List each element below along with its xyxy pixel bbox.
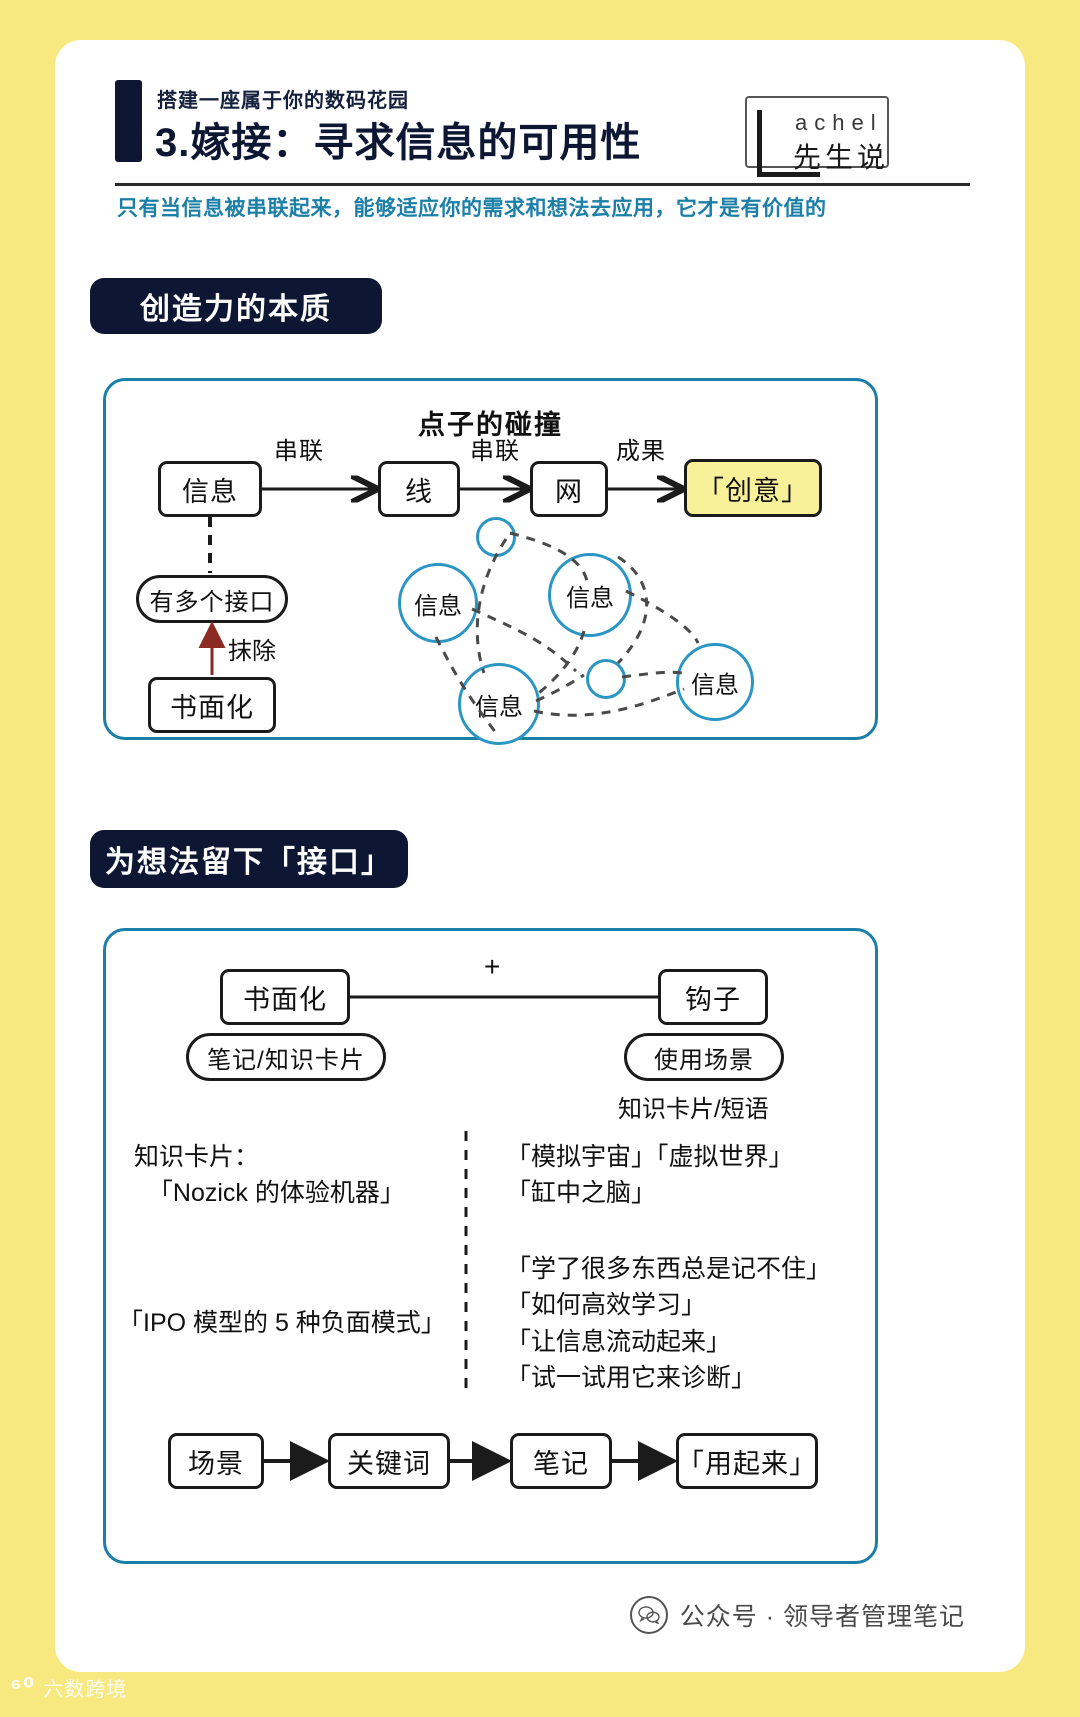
- right-column-text-bottom: 「学了很多东西总是记不住」 「如何高效学习」 「让信息流动起来」 「试一试用它来…: [506, 1255, 832, 1392]
- network-node-label: 信息: [475, 693, 523, 721]
- pair-node-hook: 钩子: [658, 969, 768, 1025]
- section-2-panel: 书面化 钩子 + 笔记/知识卡片 使用场景 知识卡片/短语 知识卡片： 「Noz…: [103, 928, 878, 1564]
- watermark: ⁶⁰ 六数跨境: [10, 1672, 127, 1703]
- pair-plus-symbol: +: [484, 951, 501, 982]
- branch-node-interfaces: 有多个接口: [136, 575, 288, 623]
- logo-frame-icon: [745, 96, 889, 168]
- footer: 公众号 · 领导者管理笔记: [55, 1585, 1025, 1645]
- poster-header: 搭建一座属于你的数码花园 3.嫁接：寻求信息的可用性 achel 先生说 只有当…: [55, 40, 1025, 240]
- network-node-label: 信息: [414, 592, 462, 620]
- flow-node-useit: 「用起来」: [676, 1433, 818, 1489]
- flow-node-note: 笔记: [510, 1433, 612, 1489]
- right-column-text-top: 「模拟宇宙」「虚拟世界」 「缸中之脑」: [506, 1143, 794, 1208]
- network-node-small-2: [586, 659, 626, 699]
- chain-node-idea: 「创意」: [684, 459, 822, 517]
- chain-edge-label-1: 串联: [274, 438, 324, 465]
- header-kicker: 搭建一座属于你的数码花园: [157, 90, 409, 112]
- section-2-chip: 为想法留下「接口」: [90, 830, 408, 888]
- logo-latin-text: achel: [795, 110, 883, 135]
- network-node-info-4: 信息: [676, 643, 754, 721]
- network-node-small-1: [476, 517, 516, 557]
- section-1-panel: 点子的碰撞 信息 线 网 「创意」 串联 串联 成果 有多个接口 书面化 抹除 …: [103, 378, 878, 745]
- chain-edge-label-2: 串联: [470, 438, 520, 465]
- wechat-icon: [629, 1596, 668, 1634]
- network-node-label: 信息: [691, 671, 739, 699]
- flow-node-keyword: 关键词: [328, 1433, 450, 1489]
- left-column-text-bottom: 「IPO 模型的 5 种负面模式」: [118, 1309, 446, 1337]
- poster-card: 搭建一座属于你的数码花园 3.嫁接：寻求信息的可用性 achel 先生说 只有当…: [55, 40, 1025, 1672]
- footer-text: 公众号 · 领导者管理笔记: [679, 1603, 965, 1631]
- watermark-logo-icon: ⁶⁰: [10, 1672, 36, 1702]
- branch-arrow-label: 抹除: [228, 638, 276, 665]
- chain-node-line: 线: [378, 461, 460, 517]
- chain-edge-label-3: 成果: [616, 438, 666, 465]
- pair-caption-scenario: 知识卡片/短语: [618, 1096, 769, 1123]
- left-column-text-top: 知识卡片： 「Nozick 的体验机器」: [134, 1143, 405, 1208]
- wechat-glyph-icon: [638, 1606, 660, 1624]
- title-accent-bar: [115, 80, 142, 162]
- flow-node-scenario: 场景: [168, 1433, 264, 1489]
- logo-cn-text: 先生说: [793, 142, 890, 173]
- network-node-info-1: 信息: [398, 563, 478, 643]
- section-1-panel-title: 点子的碰撞: [418, 410, 563, 440]
- header-divider: [115, 183, 970, 186]
- network-node-label: 信息: [566, 584, 614, 612]
- watermark-text: 六数跨境: [43, 1679, 128, 1701]
- pair-node-written: 书面化: [220, 969, 350, 1025]
- chain-node-information: 信息: [158, 461, 262, 517]
- branch-node-written: 书面化: [148, 677, 276, 733]
- section-1-chip: 创造力的本质: [90, 278, 382, 334]
- header-subtitle: 只有当信息被串联起来，能够适应你的需求和想法去应用，它才是有价值的: [117, 197, 827, 220]
- pair-pill-scenario: 使用场景: [624, 1033, 784, 1081]
- brand-logo: achel 先生说: [735, 88, 895, 178]
- page-title: 3.嫁接：寻求信息的可用性: [155, 121, 642, 165]
- logo-l-mark-icon: [757, 110, 820, 177]
- pair-pill-notes: 笔记/知识卡片: [186, 1033, 386, 1081]
- network-node-info-3: 信息: [458, 663, 540, 745]
- chain-node-net: 网: [530, 461, 608, 517]
- network-node-info-2: 信息: [548, 553, 632, 637]
